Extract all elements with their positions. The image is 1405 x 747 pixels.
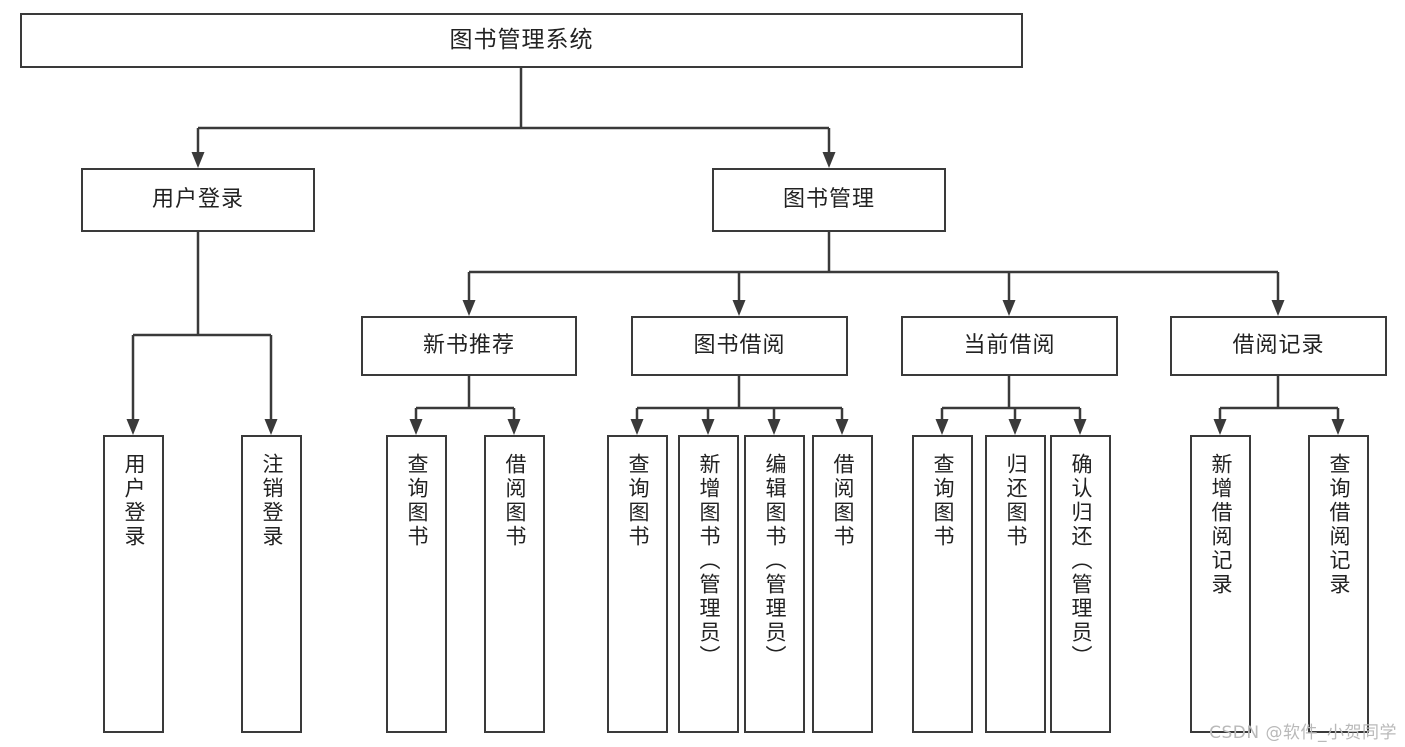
node-label-book-borrow: 图书借阅 [693,333,786,359]
node-root[interactable]: 图书管理系统 [20,13,1023,68]
node-leaf-add-book[interactable]: 新增图书（管理员） [678,435,739,733]
node-label-leaf-query-record: 查询借阅记录 [1327,453,1351,597]
node-leaf-query-book-1[interactable]: 查询图书 [386,435,447,733]
arrowhead-bookborrow-to-leaves [630,419,644,435]
arrowhead-currentborrow-to-leaves [1008,419,1022,435]
node-label-book-manage: 图书管理 [782,187,875,213]
node-label-leaf-logout: 注销登录 [260,453,284,549]
connector-root-to-level1 [196,68,831,152]
node-login[interactable]: 用户登录 [81,168,315,232]
arrowhead-bookborrow-to-leaves [767,419,781,435]
node-current-borrow[interactable]: 当前借阅 [901,316,1118,376]
node-label-root: 图书管理系统 [449,26,594,53]
arrowhead-bookmanage-to-level2 [1002,300,1016,316]
node-borrow-record[interactable]: 借阅记录 [1170,316,1387,376]
node-label-new-book-rec: 新书推荐 [422,333,515,359]
node-label-login: 用户登录 [151,187,244,213]
node-label-leaf-borrow-book-1: 借阅图书 [503,453,527,549]
node-leaf-logout[interactable]: 注销登录 [241,435,302,733]
node-leaf-add-record[interactable]: 新增借阅记录 [1190,435,1251,733]
arrowhead-bookborrow-to-leaves [701,419,715,435]
node-book-manage[interactable]: 图书管理 [712,168,946,232]
node-label-leaf-add-record: 新增借阅记录 [1209,453,1233,597]
arrowhead-bookmanage-to-level2 [1271,300,1285,316]
connector-login-to-leaves [131,232,273,419]
node-leaf-return-book[interactable]: 归还图书 [985,435,1046,733]
arrowhead-borrowrecord-to-leaves [1213,419,1227,435]
node-leaf-query-record[interactable]: 查询借阅记录 [1308,435,1369,733]
arrowhead-currentborrow-to-leaves [935,419,949,435]
node-leaf-query-book-2[interactable]: 查询图书 [607,435,668,733]
arrowhead-root-to-level1 [191,152,205,168]
arrowhead-currentborrow-to-leaves [1073,419,1087,435]
arrowhead-newbook-to-leaves [507,419,521,435]
arrowhead-root-to-level1 [822,152,836,168]
connector-bookborrow-to-leaves [635,376,844,419]
node-leaf-confirm-return[interactable]: 确认归还（管理员） [1050,435,1111,733]
node-label-current-borrow: 当前借阅 [963,333,1056,359]
node-leaf-borrow-book-1[interactable]: 借阅图书 [484,435,545,733]
arrowhead-borrowrecord-to-leaves [1331,419,1345,435]
node-label-leaf-query-book-1: 查询图书 [405,453,429,549]
connector-currentborrow-to-leaves [940,376,1082,419]
node-new-book-rec[interactable]: 新书推荐 [361,316,577,376]
arrowhead-newbook-to-leaves [409,419,423,435]
node-leaf-query-book-3[interactable]: 查询图书 [912,435,973,733]
node-label-leaf-query-book-3: 查询图书 [931,453,955,549]
node-label-borrow-record: 借阅记录 [1232,333,1325,359]
node-label-leaf-return-book: 归还图书 [1004,453,1028,549]
node-leaf-edit-book[interactable]: 编辑图书（管理员） [744,435,805,733]
node-book-borrow[interactable]: 图书借阅 [631,316,848,376]
arrowhead-login-to-leaves [264,419,278,435]
node-leaf-user-login[interactable]: 用户登录 [103,435,164,733]
node-label-leaf-add-book: 新增图书（管理员） [697,453,721,669]
node-label-leaf-query-book-2: 查询图书 [626,453,650,549]
node-label-leaf-edit-book: 编辑图书（管理员） [763,453,787,669]
arrowhead-bookmanage-to-level2 [462,300,476,316]
watermark-text: CSDN @软件_小贺同学 [1209,723,1397,743]
node-leaf-borrow-book-2[interactable]: 借阅图书 [812,435,873,733]
arrowhead-bookmanage-to-level2 [732,300,746,316]
arrowhead-login-to-leaves [126,419,140,435]
arrowhead-bookborrow-to-leaves [835,419,849,435]
connector-bookmanage-to-level2 [467,232,1280,300]
node-label-leaf-borrow-book-2: 借阅图书 [831,453,855,549]
node-label-leaf-confirm-return: 确认归还（管理员） [1069,453,1093,669]
connector-borrowrecord-to-leaves [1218,376,1340,419]
connector-newbook-to-leaves [414,376,516,419]
node-label-leaf-user-login: 用户登录 [122,453,146,549]
